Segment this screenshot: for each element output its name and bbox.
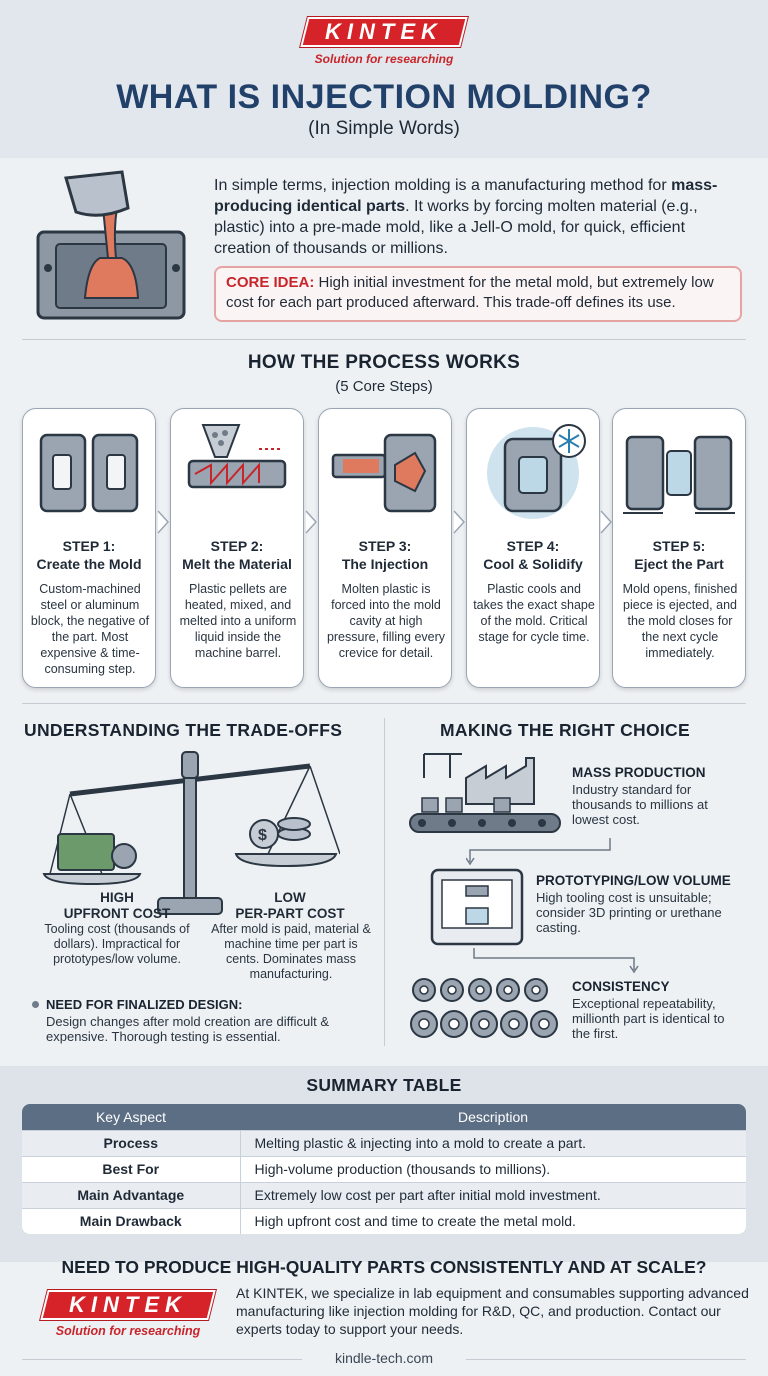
- intro-paragraph: In simple terms, injection molding is a …: [214, 177, 718, 257]
- step-label: STEP 2:Melt the Material: [182, 538, 292, 572]
- extruder-icon: [187, 424, 287, 489]
- table-header-row: Key Aspect Description: [22, 1104, 746, 1130]
- kintek-logo: KINTEK: [40, 1290, 216, 1320]
- divider: [22, 339, 746, 340]
- design-description: Design changes after mold creation are d…: [46, 1014, 330, 1044]
- step-card-5: STEP 5:Eject the Part Mold opens, finish…: [612, 408, 746, 688]
- choice-title: MAKING THE RIGHT CHOICE: [440, 720, 690, 740]
- process-title: HOW THE PROCESS WORKS: [247, 352, 521, 373]
- cta-title: NEED TO PRODUCE HIGH-QUALITY PARTS CONSI…: [61, 1257, 707, 1277]
- step-card-2: STEP 2:Melt the Material Plastic pellets…: [170, 408, 304, 688]
- chevron-right-icon: [600, 510, 612, 534]
- flow-connector-icon: [466, 838, 611, 866]
- step-label: STEP 1:Create the Mold: [36, 538, 142, 572]
- footer-link[interactable]: kindle-tech.com: [334, 1350, 434, 1366]
- gears-icon: [410, 978, 558, 1038]
- choice-item-description: Exceptional repeatability, millionth par…: [572, 996, 725, 1041]
- eject-icon: [623, 435, 735, 514]
- svg-text:$: $: [258, 827, 267, 844]
- table-header: Key Aspect: [22, 1104, 240, 1130]
- page-title: WHAT IS INJECTION MOLDING?: [116, 78, 652, 116]
- divider: [466, 1359, 746, 1360]
- choice-item-title: MASS PRODUCTION: [572, 765, 706, 780]
- choice-item-description: High tooling cost is unsuitable; conside…: [536, 890, 722, 935]
- balance-scale-icon: $: [42, 751, 340, 915]
- step-description: Mold opens, finished piece is ejected, a…: [622, 582, 738, 660]
- 3d-printer-icon: [430, 868, 524, 946]
- injection-icon: [331, 433, 437, 513]
- logo-tagline: Solution for researching: [55, 1324, 201, 1338]
- cooling-icon: [487, 424, 586, 519]
- divider: [22, 1359, 302, 1360]
- step-label: STEP 4:Cool & Solidify: [483, 538, 583, 572]
- cta-text: At KINTEK, we specialize in lab equipmen…: [236, 1285, 749, 1337]
- factory-conveyor-icon: [409, 753, 561, 833]
- step-description: Custom-machined steel or aluminum block,…: [30, 582, 150, 676]
- mold-halves-icon: [39, 433, 139, 513]
- pouring-mold-icon: [36, 170, 186, 320]
- low-cost-description: After mold is paid, material & machine t…: [211, 922, 371, 981]
- design-title: NEED FOR FINALIZED DESIGN:: [46, 997, 243, 1012]
- table-header: Description: [240, 1104, 746, 1130]
- choice-item-title: CONSISTENCY: [572, 979, 670, 994]
- logo-tagline: Solution for researching: [314, 52, 454, 66]
- tradeoffs-title: UNDERSTANDING THE TRADE-OFFS: [24, 720, 343, 740]
- step-description: Molten plastic is forced into the mold c…: [326, 582, 446, 660]
- high-cost-description: Tooling cost (thousands of dollars). Imp…: [44, 922, 190, 966]
- step-card-1: STEP 1:Create the Mold Custom-machined s…: [22, 408, 156, 688]
- step-label: STEP 3:The Injection: [341, 538, 429, 572]
- core-idea-box: CORE IDEA: High initial investment for t…: [214, 266, 742, 322]
- process-subtitle: (5 Core Steps): [335, 378, 433, 395]
- step-card-3: STEP 3:The Injection Molten plastic is f…: [318, 408, 452, 688]
- step-description: Plastic pellets are heated, mixed, and m…: [179, 582, 297, 660]
- flow-connector-icon: [473, 948, 639, 974]
- step-label: STEP 5:Eject the Part: [634, 538, 724, 572]
- chevron-right-icon: [157, 510, 169, 534]
- step-description: Plastic cools and takes the exact shape …: [473, 582, 595, 644]
- summary-title: SUMMARY TABLE: [306, 1075, 462, 1095]
- step-card-4: STEP 4:Cool & Solidify Plastic cools and…: [466, 408, 600, 688]
- kintek-logo: KINTEK: [300, 17, 468, 47]
- bullet-dot: [32, 1001, 39, 1008]
- page-subtitle: (In Simple Words): [308, 118, 460, 139]
- vertical-divider: [384, 718, 385, 1046]
- chevron-right-icon: [305, 510, 317, 534]
- divider: [22, 703, 746, 704]
- choice-item-description: Industry standard for thousands to milli…: [572, 782, 708, 827]
- chevron-right-icon: [453, 510, 465, 534]
- choice-item-title: PROTOTYPING/LOW VOLUME: [536, 873, 731, 888]
